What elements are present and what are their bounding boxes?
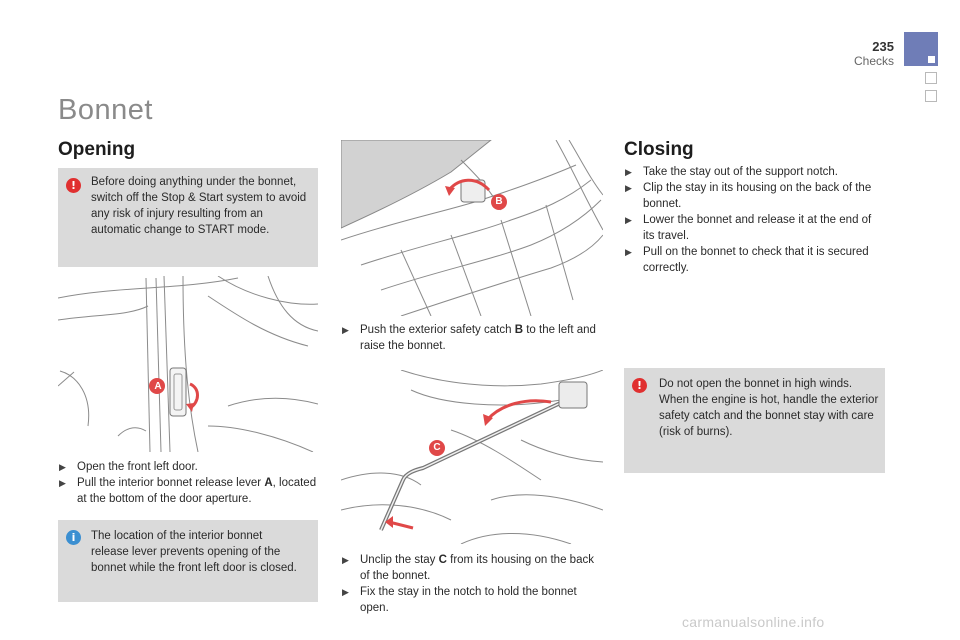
middle-steps-top: ▶Push the exterior safety catch B to the…	[341, 322, 603, 354]
middle-steps-bottom: ▶Unclip the stay C from its housing on t…	[341, 552, 603, 616]
page-header: 235 Checks	[853, 39, 894, 69]
catch-callout-label: B	[495, 196, 503, 207]
opening-info-note: i The location of the interior bonnet re…	[58, 520, 318, 602]
section-name: Checks	[853, 54, 894, 68]
lever-callout-label: A	[154, 381, 162, 392]
opening-heading: Opening	[58, 139, 136, 160]
stay-callout-label: C	[433, 442, 441, 453]
arrow-bullet-icon: ▶	[625, 215, 632, 225]
closing-step-2: ▶Clip the stay in its housing on the bac…	[625, 182, 872, 210]
arrow-bullet-icon: ▶	[625, 247, 632, 257]
arrow-bullet-icon: ▶	[342, 555, 349, 565]
door-aperture-illustration	[58, 276, 318, 452]
closing-steps: ▶Take the stay out of the support notch.…	[624, 164, 884, 276]
chapter-tab-2[interactable]	[925, 90, 937, 102]
middle-step-2: ▶Unclip the stay C from its housing on t…	[342, 554, 594, 582]
chapter-tab-1[interactable]	[925, 72, 937, 84]
footer-watermark: carmanualsonline.info	[682, 614, 825, 630]
opening-warning-note: ! Before doing anything under the bonnet…	[58, 168, 318, 267]
exclamation-icon: !	[632, 378, 647, 393]
tab-marker-icon	[928, 56, 935, 63]
page-number: 235	[872, 39, 894, 54]
opening-steps: ▶Open the front left door. ▶Pull the int…	[58, 459, 323, 507]
closing-step-3: ▶Lower the bonnet and release it at the …	[625, 214, 872, 242]
opening-warning-text: Before doing anything under the bonnet, …	[91, 176, 307, 236]
opening-step-2: ▶Pull the interior bonnet release lever …	[59, 477, 317, 505]
bonnet-stay-illustration	[341, 370, 603, 544]
arrow-bullet-icon: ▶	[625, 167, 632, 177]
page-title: Bonnet	[58, 94, 153, 126]
arrow-bullet-icon: ▶	[59, 462, 66, 472]
arrow-bullet-icon: ▶	[342, 587, 349, 597]
closing-heading: Closing	[624, 139, 694, 160]
info-icon: i	[66, 530, 81, 545]
closing-step-1: ▶Take the stay out of the support notch.	[625, 166, 838, 178]
exclamation-icon: !	[66, 178, 81, 193]
middle-step-3: ▶Fix the stay in the notch to hold the b…	[342, 586, 577, 614]
opening-info-text: The location of the interior bonnet rele…	[91, 530, 297, 574]
arrow-bullet-icon: ▶	[625, 183, 632, 193]
bonnet-grille-illustration	[341, 140, 603, 316]
chapter-tab-active[interactable]	[904, 32, 938, 66]
arrow-bullet-icon: ▶	[342, 325, 349, 335]
arrow-bullet-icon: ▶	[59, 478, 66, 488]
closing-step-4: ▶Pull on the bonnet to check that it is …	[625, 246, 869, 274]
middle-step-1: ▶Push the exterior safety catch B to the…	[342, 324, 596, 352]
closing-warning-note: ! Do not open the bonnet in high winds. …	[624, 368, 885, 473]
opening-step-1: ▶Open the front left door.	[59, 461, 198, 473]
closing-warning-text: Do not open the bonnet in high winds. Wh…	[659, 378, 879, 438]
